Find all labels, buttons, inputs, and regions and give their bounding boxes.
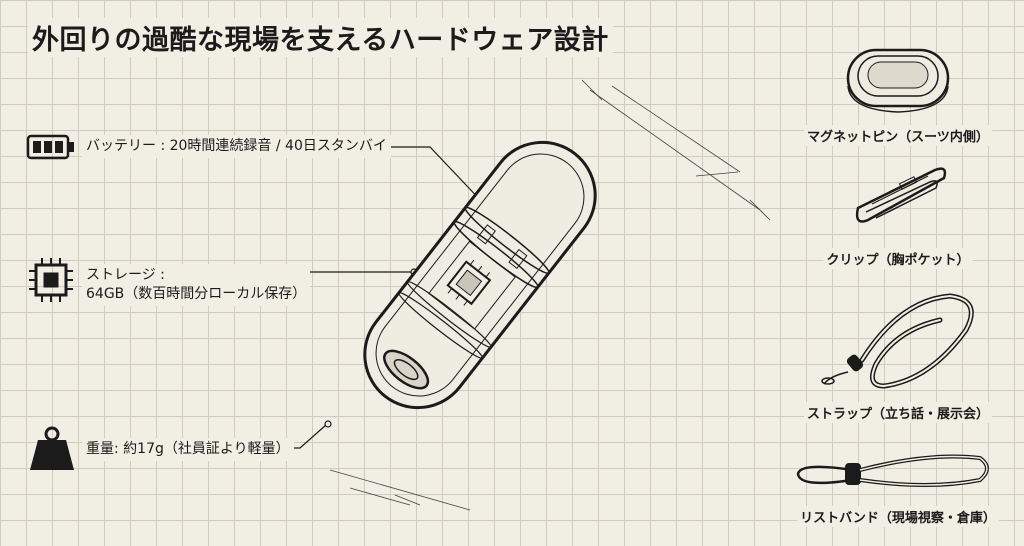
accessory-label-strap: ストラップ（立ち話・展示会） <box>803 402 993 423</box>
storage-spec: ストレージ : 64GB（数百時間分ローカル保存） <box>82 264 311 306</box>
accessory-label-wristband: リストバンド（現場視察・倉庫） <box>797 506 999 527</box>
accessory-label-magnet-pin: マグネットピン（スーツ内側） <box>804 125 992 146</box>
weight-spec: 重量: 約17g（社員証より軽量） <box>82 438 294 461</box>
storage-spec-line1: ストレージ : <box>86 267 165 283</box>
chip-icon <box>29 258 73 302</box>
battery-spec: バッテリー : 20時間連続録音 / 40日スタンバイ <box>82 135 391 158</box>
dimension-lines <box>329 79 771 511</box>
capsule-device <box>363 140 597 410</box>
strap-icon <box>821 293 974 389</box>
wristband-icon <box>796 454 989 487</box>
magnet-pin-icon <box>846 48 950 113</box>
clip-icon <box>855 167 947 223</box>
weight-spec-text: 重量: 約17g（社員証より軽量） <box>86 441 290 457</box>
accessory-label-clip: クリップ（胸ポケット） <box>823 248 973 269</box>
page-title: 外回りの過酷な現場を支えるハードウェア設計 <box>28 18 613 57</box>
storage-spec-line2: 64GB（数百時間分ローカル保存） <box>86 286 307 302</box>
battery-icon <box>26 134 74 160</box>
weight-icon <box>30 426 74 470</box>
battery-spec-text: バッテリー : 20時間連続録音 / 40日スタンバイ <box>86 138 387 154</box>
